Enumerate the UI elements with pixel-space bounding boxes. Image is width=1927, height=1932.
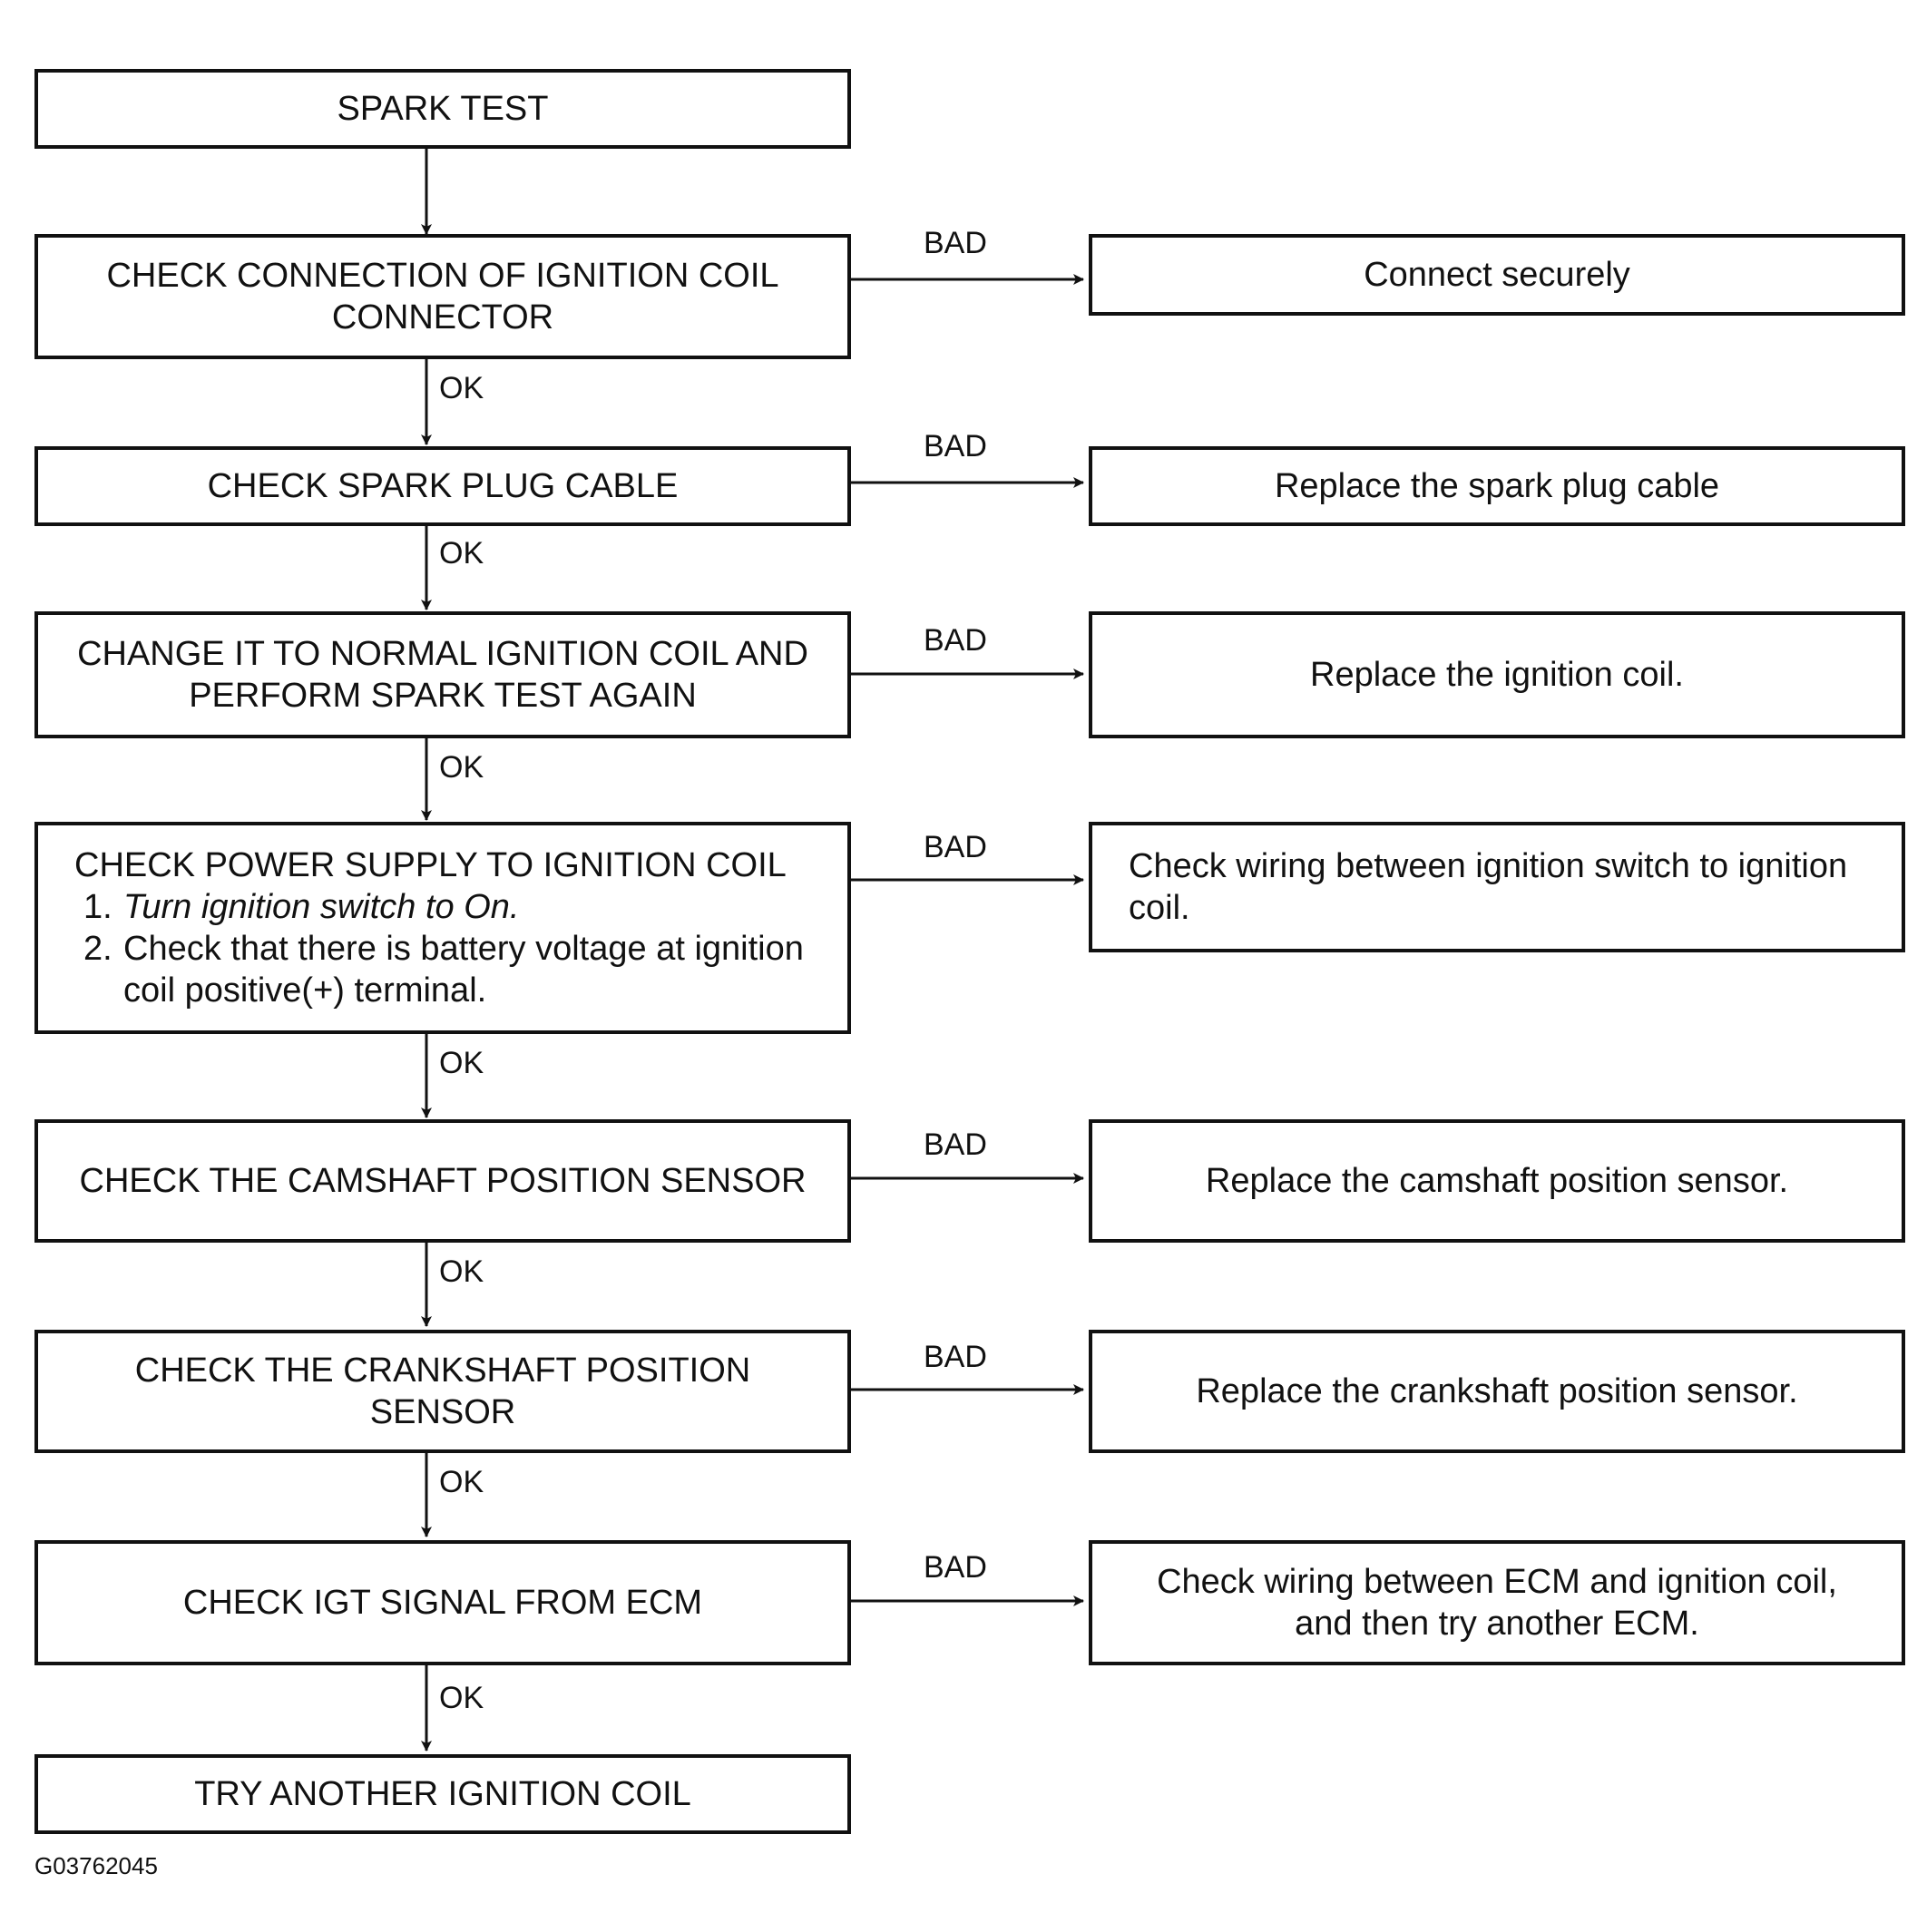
- check-box-step-4: CHECK POWER SUPPLY TO IGNITION COIL 1. T…: [34, 822, 851, 1034]
- bad-label-step-2: BAD: [924, 429, 987, 463]
- check-item-2-step-4: 2. Check that there is battery voltage a…: [47, 928, 838, 1011]
- fix-text-step-2: Replace the spark plug cable: [1274, 467, 1720, 505]
- bad-label-step-6: BAD: [924, 1340, 987, 1374]
- ok-label-step-5: OK: [439, 1254, 484, 1289]
- ok-label-step-1: OK: [439, 371, 484, 405]
- fix-box-step-2: Replace the spark plug cable: [1089, 446, 1905, 526]
- fix-text-step-6: Replace the crankshaft position sensor.: [1196, 1372, 1798, 1410]
- check-box-step-7: CHECK IGT SIGNAL FROM ECM: [34, 1540, 851, 1665]
- check-text-step-2: CHECK SPARK PLUG CABLE: [207, 467, 679, 505]
- fix-box-step-1: Connect securely: [1089, 234, 1905, 316]
- fix-text-step-7: Check wiring between ECM and ignition co…: [1157, 1563, 1837, 1643]
- check-title-step-4: CHECK POWER SUPPLY TO IGNITION COIL: [74, 846, 787, 884]
- ok-label-step-3: OK: [439, 750, 484, 785]
- figure-id: G03762045: [34, 1852, 158, 1879]
- ok-label-step-6: OK: [439, 1465, 484, 1499]
- check-box-step-6: CHECK THE CRANKSHAFT POSITION SENSOR: [34, 1330, 851, 1453]
- check-item-1-step-4: 1. Turn ignition switch to On.: [47, 886, 519, 928]
- ok-label-step-2: OK: [439, 536, 484, 571]
- fix-text-step-3: Replace the ignition coil.: [1310, 656, 1684, 694]
- fix-box-step-7: Check wiring between ECM and ignition co…: [1089, 1540, 1905, 1665]
- check-text-step-3: CHANGE IT TO NORMAL IGNITION COIL AND PE…: [77, 635, 808, 715]
- check-text-step-1: CHECK CONNECTION OF IGNITION COIL CONNEC…: [106, 257, 779, 337]
- check-text-step-5: CHECK THE CAMSHAFT POSITION SENSOR: [79, 1162, 807, 1200]
- bad-label-step-7: BAD: [924, 1550, 987, 1585]
- check-box-step-1: CHECK CONNECTION OF IGNITION COIL CONNEC…: [34, 234, 851, 359]
- end-box: TRY ANOTHER IGNITION COIL: [34, 1754, 851, 1834]
- bad-label-step-1: BAD: [924, 226, 987, 260]
- fix-text-step-1: Connect securely: [1364, 256, 1630, 294]
- check-box-step-2: CHECK SPARK PLUG CABLE: [34, 446, 851, 526]
- check-item-num-2: 2.: [83, 930, 112, 968]
- check-item-num-1: 1.: [83, 888, 112, 926]
- check-box-step-5: CHECK THE CAMSHAFT POSITION SENSOR: [34, 1119, 851, 1243]
- bad-label-step-3: BAD: [924, 623, 987, 658]
- check-text-step-7: CHECK IGT SIGNAL FROM ECM: [182, 1584, 703, 1622]
- start-text: SPARK TEST: [337, 90, 549, 128]
- end-text: TRY ANOTHER IGNITION COIL: [194, 1775, 691, 1813]
- check-box-step-3: CHANGE IT TO NORMAL IGNITION COIL AND PE…: [34, 611, 851, 738]
- check-item-text-2: Check that there is battery voltage at i…: [123, 930, 804, 1010]
- fix-box-step-5: Replace the camshaft position sensor.: [1089, 1119, 1905, 1243]
- check-item-text-1: Turn ignition switch to On.: [123, 888, 520, 926]
- fix-text-step-4: Check wiring between ignition switch to …: [1129, 847, 1848, 927]
- fix-box-step-4: Check wiring between ignition switch to …: [1089, 822, 1905, 952]
- bad-label-step-5: BAD: [924, 1127, 987, 1162]
- ok-label-step-4: OK: [439, 1046, 484, 1080]
- fix-text-step-5: Replace the camshaft position sensor.: [1205, 1162, 1789, 1200]
- check-text-step-6: CHECK THE CRANKSHAFT POSITION SENSOR: [134, 1351, 751, 1431]
- fix-box-step-3: Replace the ignition coil.: [1089, 611, 1905, 738]
- fix-box-step-6: Replace the crankshaft position sensor.: [1089, 1330, 1905, 1453]
- ok-label-step-7: OK: [439, 1681, 484, 1715]
- bad-label-step-4: BAD: [924, 830, 987, 864]
- start-box: SPARK TEST: [34, 69, 851, 149]
